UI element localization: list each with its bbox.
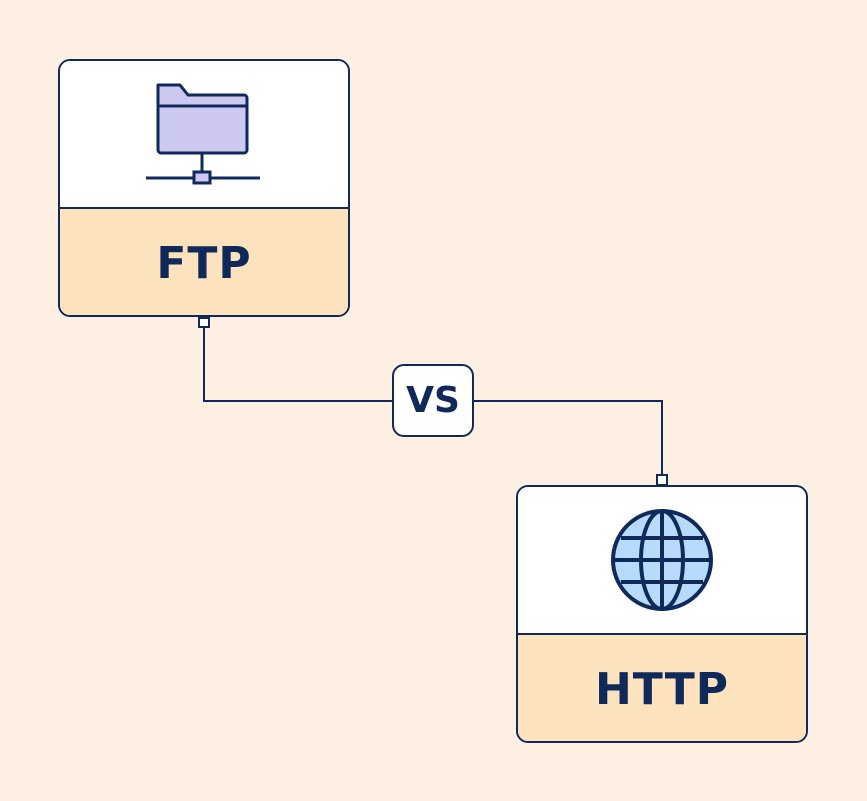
ftp-connector-port — [198, 317, 210, 328]
network-folder-icon — [144, 79, 264, 189]
http-connector-port — [656, 474, 668, 486]
globe-icon — [608, 506, 716, 614]
vs-label: VS — [406, 380, 460, 421]
http-label: HTTP — [594, 663, 730, 715]
ftp-card: FTP — [58, 59, 350, 317]
http-card-icon-area — [518, 487, 806, 635]
ftp-card-label-area: FTP — [60, 209, 348, 315]
http-card: HTTP — [516, 485, 808, 743]
ftp-label: FTP — [156, 237, 252, 289]
ftp-card-icon-area — [60, 61, 348, 209]
http-card-label-area: HTTP — [518, 635, 806, 741]
vs-badge: VS — [392, 364, 474, 437]
